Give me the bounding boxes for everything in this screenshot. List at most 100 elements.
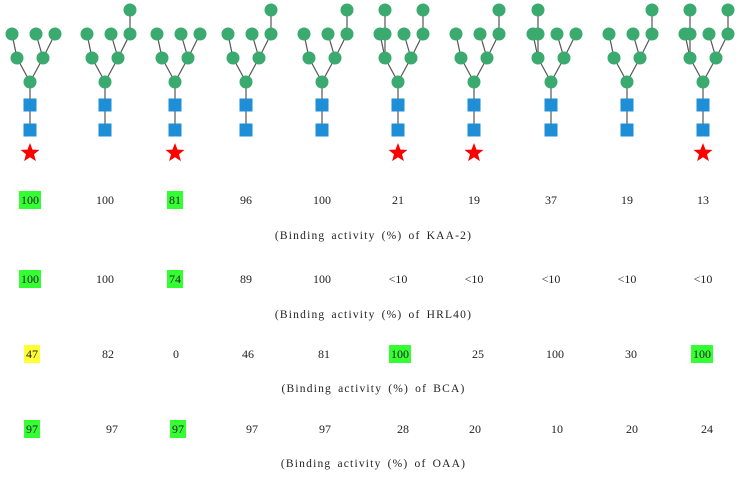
mannose-residue [85,51,99,65]
value-cell: 97 [170,420,186,438]
value-cell: 13 [697,193,709,207]
value-row-2: 100 100 74 89 100 <10 <10 <10 <10 <10 [0,270,747,290]
mannose-residue [454,51,468,65]
mannose-residue [416,27,430,41]
mannose-residue [321,27,335,41]
row-caption-kaa2: (Binding activity (%) of KAA-2) [274,230,473,242]
mannose-residue [315,75,329,89]
mannose-residue [111,51,125,65]
mannose-residue [36,51,50,65]
value-cell: <10 [388,272,408,286]
mannose-residue [168,75,182,89]
mannose-residue [569,27,583,41]
glcnac-residue [239,123,253,137]
value-cell: 89 [240,272,252,286]
mannose-residue [416,3,430,17]
glcnac-residue [467,123,481,137]
value-cell: 25 [472,347,484,361]
mannose-residue [492,3,506,17]
glcnac-residue [696,123,710,137]
mannose-residue [5,27,19,41]
glcnac-residue [23,98,37,112]
value-cell: 81 [167,191,183,209]
value-row-3: 47 82 0 46 81 100 25 100 30 100 [0,345,747,365]
glcnac-residue [98,98,112,112]
value-cell: 97 [246,422,258,436]
mannose-residue [193,27,207,41]
mannose-residue [297,27,311,41]
value-cell: 24 [701,422,713,436]
value-cell: 100 [546,347,564,361]
mannose-residue [492,27,506,41]
mannose-residue [245,27,259,41]
glcnac-residue [391,98,405,112]
glycan-structure [80,3,137,137]
fucose-star-icon [165,143,185,162]
mannose-residue [557,51,571,65]
fucose-star-icon [693,143,713,162]
glycan-structure [373,3,430,162]
mannose-residue [709,51,723,65]
value-cell: 100 [19,191,41,209]
glcnac-residue [391,123,405,137]
mannose-residue [391,75,405,89]
value-cell: 20 [469,422,481,436]
mannose-residue [473,27,487,41]
mannose-residue [683,27,697,41]
value-cell: 100 [691,345,713,363]
value-cell: 97 [319,422,331,436]
mannose-residue [449,27,463,41]
glycan-structure [449,3,506,162]
value-cell: 82 [102,347,114,361]
mannose-residue [23,75,37,89]
value-cell: 100 [389,345,411,363]
mannose-residue [378,51,392,65]
glcnac-residue [620,98,634,112]
fucose-star-icon [464,143,484,162]
mannose-residue [123,27,137,41]
mannose-residue [645,27,659,41]
fucose-star-icon [388,143,408,162]
value-cell: 10 [551,422,563,436]
mannose-residue [721,27,735,41]
glcnac-residue [315,123,329,137]
mannose-residue [721,3,735,17]
value-cell: 100 [313,193,331,207]
value-cell: 97 [24,420,40,438]
row-caption-oaa: (Binding activity (%) of OAA) [280,458,467,470]
mannose-residue [252,51,266,65]
mannose-residue [531,27,545,41]
glcnac-residue [168,98,182,112]
value-cell: 37 [545,193,557,207]
mannose-residue [607,51,621,65]
glcnac-residue [98,123,112,137]
mannose-residue [104,27,118,41]
glcnac-residue [467,98,481,112]
value-cell: 100 [19,270,41,288]
glcnac-residue [696,98,710,112]
value-cell: 100 [313,272,331,286]
value-row-1: 100 100 81 96 100 21 19 37 19 13 [0,191,747,211]
glcnac-residue [620,123,634,137]
mannose-residue [98,75,112,89]
mannose-residue [645,3,659,17]
value-cell: 28 [397,422,409,436]
value-cell: 81 [318,347,330,361]
glcnac-residue [544,123,558,137]
value-cell: 19 [468,193,480,207]
fucose-star-icon [20,143,40,162]
glcnac-residue [239,98,253,112]
value-cell: 96 [240,193,252,207]
value-cell: 19 [621,193,633,207]
value-cell: 30 [625,347,637,361]
mannose-residue [480,51,494,65]
mannose-residue [226,51,240,65]
glycan-structure [297,3,354,137]
mannose-residue [155,51,169,65]
mannose-residue [602,27,616,41]
mannose-residue [626,27,640,41]
mannose-residue [239,75,253,89]
mannose-residue [29,27,43,41]
mannose-residue [340,3,354,17]
mannose-residue [80,27,94,41]
